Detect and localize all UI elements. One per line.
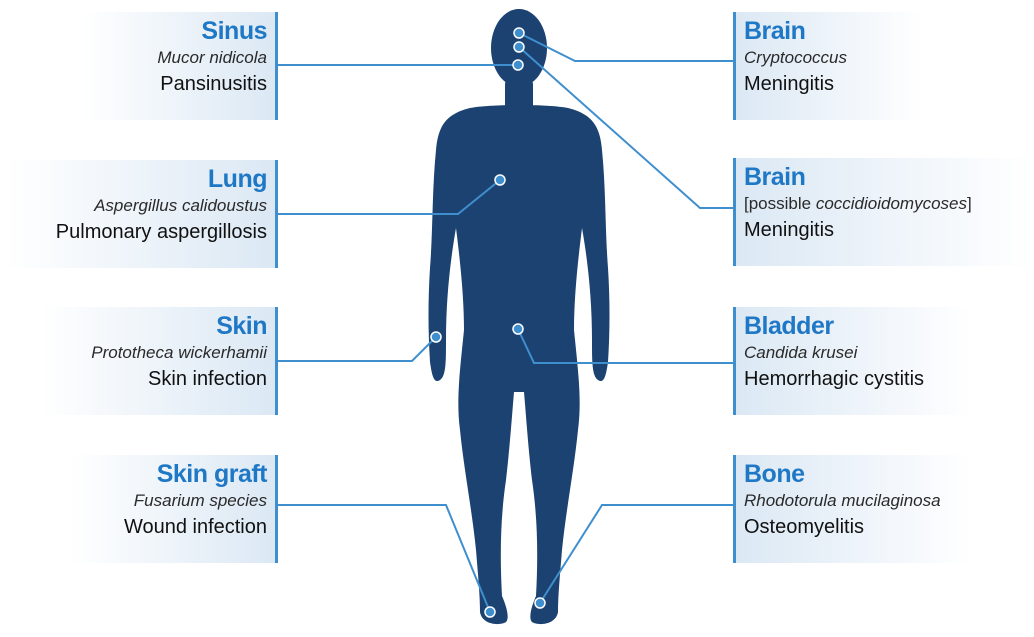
organism-label: Candida krusei <box>744 341 965 365</box>
marker-skin <box>431 332 441 342</box>
disease-label: Pulmonary aspergillosis <box>14 218 267 246</box>
box-bone: Bone Rhodotorula mucilaginosa Osteomyeli… <box>733 455 973 563</box>
connector-skin-graft <box>278 505 490 612</box>
organism-label: Rhodotorula mucilaginosa <box>744 489 965 513</box>
box-skin-graft: Skin graft Fusarium species Wound infect… <box>70 455 278 563</box>
site-label: Brain <box>744 16 915 46</box>
organism-label: Fusarium species <box>78 489 267 513</box>
organism-label: Aspergillus calidoustus <box>14 194 267 218</box>
site-label: Lung <box>14 164 267 194</box>
organism-label: [possible coccidioidomycoses] <box>744 192 1023 216</box>
marker-bladder <box>513 324 523 334</box>
box-sinus: Sinus Mucor nidicola Pansinusitis <box>82 12 278 120</box>
organism-prefix: [possible <box>744 194 816 213</box>
disease-label: Skin infection <box>48 365 267 393</box>
marker-bone <box>535 598 545 608</box>
marker-lung <box>495 175 505 185</box>
site-label: Skin <box>48 311 267 341</box>
disease-label: Osteomyelitis <box>744 513 965 541</box>
human-silhouette <box>429 9 610 624</box>
box-bladder: Bladder Candida krusei Hemorrhagic cysti… <box>733 307 973 415</box>
site-label: Skin graft <box>78 459 267 489</box>
organism-label: Mucor nidicola <box>90 46 267 70</box>
disease-label: Meningitis <box>744 70 915 98</box>
box-brain-2: Brain [possible coccidioidomycoses] Meni… <box>733 158 1031 266</box>
disease-label: Wound infection <box>78 513 267 541</box>
box-lung: Lung Aspergillus calidoustus Pulmonary a… <box>6 160 278 268</box>
disease-label: Meningitis <box>744 216 1023 244</box>
marker-brain-2 <box>514 42 524 52</box>
marker-brain-1 <box>514 28 524 38</box>
connector-brain-1 <box>519 33 733 61</box>
site-label: Bone <box>744 459 965 489</box>
organism-suffix: ] <box>967 194 972 213</box>
site-label: Brain <box>744 162 1023 192</box>
site-label: Sinus <box>90 16 267 46</box>
box-skin: Skin Prototheca wickerhamii Skin infecti… <box>40 307 278 415</box>
box-brain-1: Brain Cryptococcus Meningitis <box>733 12 923 120</box>
connector-skin <box>278 337 436 361</box>
marker-sinus <box>513 60 523 70</box>
organism-label: Cryptococcus <box>744 46 915 70</box>
disease-label: Pansinusitis <box>90 70 267 98</box>
connector-bone <box>540 505 733 603</box>
organism-name: coccidioidomycoses <box>816 194 967 213</box>
disease-label: Hemorrhagic cystitis <box>744 365 965 393</box>
site-label: Bladder <box>744 311 965 341</box>
marker-skin-graft <box>485 607 495 617</box>
organism-label: Prototheca wickerhamii <box>48 341 267 365</box>
